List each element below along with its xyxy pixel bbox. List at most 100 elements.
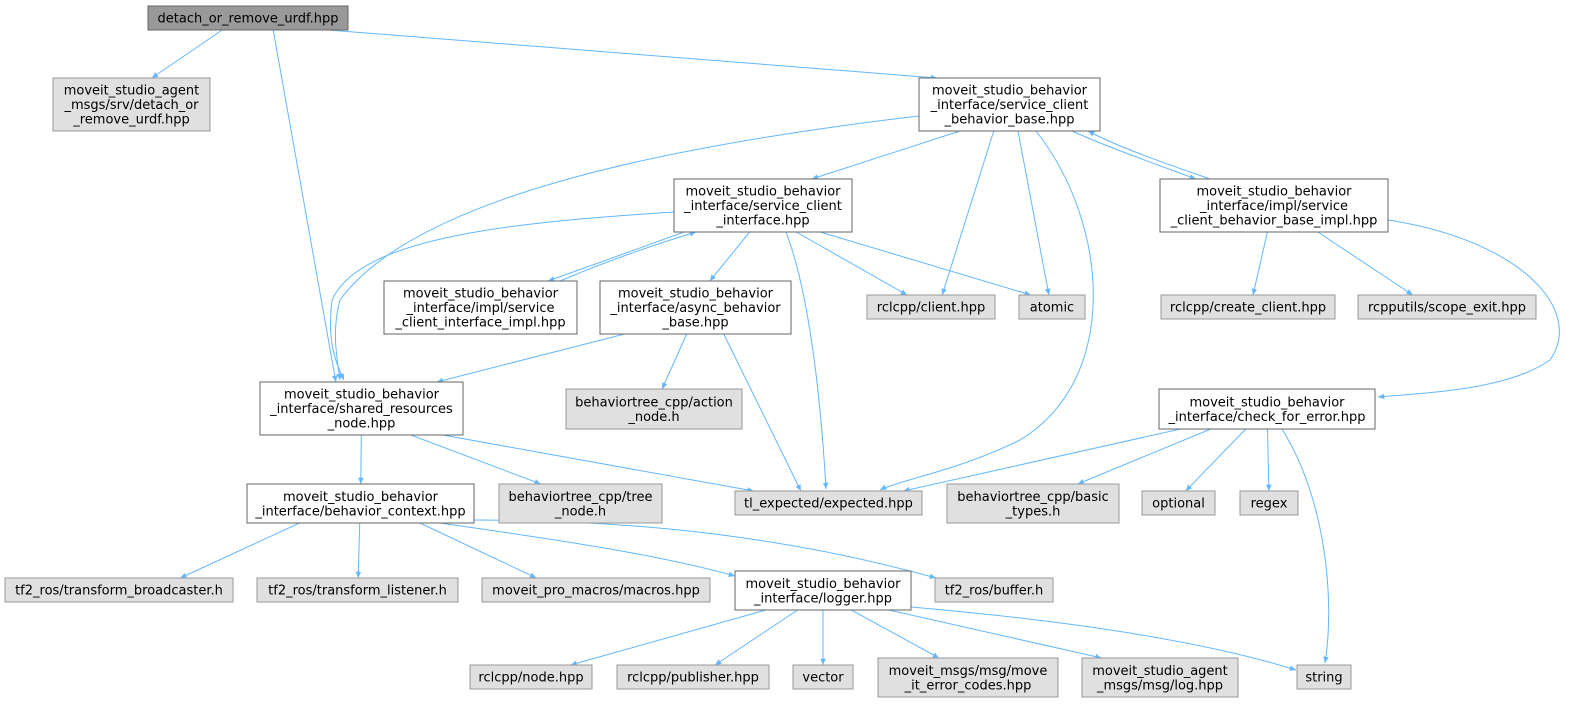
edge-sc_iface-to-sci_impl — [547, 231, 685, 282]
edge-scb_base-to-atomic — [1017, 130, 1051, 296]
edge-logger-to-err_codes — [851, 609, 940, 659]
node-box — [246, 483, 475, 524]
node-box — [1158, 388, 1376, 430]
edge-async-to-expected — [723, 333, 802, 492]
node-label-line: tl_expected/expected.hpp — [744, 497, 913, 512]
node-label-line: _client_behavior_base_impl.hpp — [1170, 214, 1378, 229]
node-box — [918, 77, 1101, 132]
node-box — [673, 178, 853, 233]
node-label-line: _msgs/srv/detach_or — [63, 98, 199, 113]
node-client: rclcpp/client.hpp — [866, 294, 996, 320]
node-string: string — [1296, 664, 1352, 690]
node-label-line: regex — [1251, 497, 1288, 512]
node-label-line: moveit_studio_behavior — [932, 84, 1088, 99]
edge-scb_impl-to-check_err — [1377, 219, 1560, 400]
node-tf_buffer: tf2_ros/buffer.h — [934, 577, 1054, 603]
node-scb_base[interactable]: moveit_studio_behavior_interface/service… — [918, 77, 1101, 132]
edge-ctx-to-tf_listen — [355, 522, 362, 579]
node-node: rclcpp/node.hpp — [469, 664, 593, 690]
edge-ctx-to-tf_buffer — [473, 519, 937, 580]
node-box — [147, 5, 349, 31]
edge-ctx-to-logger — [439, 522, 736, 577]
edge-shared-to-ctx — [358, 434, 364, 485]
edge-shared-to-tree_node — [410, 434, 541, 485]
node-scope_exit: rcpputils/scope_exit.hpp — [1357, 294, 1537, 320]
node-label-line: tf2_ros/transform_broadcaster.h — [15, 584, 223, 599]
node-box — [481, 577, 711, 603]
node-basic_types: behaviortree_cpp/basic_types.h — [946, 483, 1120, 524]
node-box — [734, 490, 923, 516]
node-box — [383, 280, 578, 335]
node-label-line: _interface/behavior_context.hpp — [254, 504, 465, 519]
node-label-line: _it_error_codes.hpp — [904, 678, 1032, 693]
node-label-line: _interface/check_for_error.hpp — [1168, 410, 1366, 425]
node-box — [616, 664, 770, 690]
node-tf_bcast: tf2_ros/transform_broadcaster.h — [4, 577, 234, 603]
edge-root-to-shared — [272, 29, 338, 383]
node-box — [866, 294, 996, 320]
node-label-line: _client_interface_impl.hpp — [394, 316, 565, 331]
edge-scb_impl-to-scope_exit — [1317, 231, 1414, 296]
node-label-line: _interface/impl/service — [406, 301, 555, 316]
edge-check_err-to-regex — [1265, 428, 1272, 492]
node-err_codes: moveit_msgs/msg/move_it_error_codes.hpp — [877, 657, 1059, 698]
node-macros: moveit_pro_macros/macros.hpp — [481, 577, 711, 603]
node-box — [1018, 294, 1086, 320]
node-label-line: _interface/service_client — [930, 98, 1089, 113]
node-check_err[interactable]: moveit_studio_behavior_interface/check_f… — [1158, 388, 1376, 430]
edge-scb_base-to-scb_impl — [1071, 130, 1197, 180]
node-box — [934, 577, 1054, 603]
node-create_client: rclcpp/create_client.hpp — [1160, 294, 1336, 320]
node-label-line: moveit_studio_behavior — [403, 287, 559, 302]
node-box — [1081, 657, 1239, 698]
node-label-line: moveit_pro_macros/macros.hpp — [492, 584, 700, 599]
node-box — [599, 280, 792, 335]
node-label-line: _interface.hpp — [715, 214, 809, 229]
edge-root-to-scb_base — [327, 29, 938, 81]
node-label-line: behaviortree_cpp/tree — [509, 490, 653, 505]
node-ctx[interactable]: moveit_studio_behavior_interface/behavio… — [246, 483, 475, 524]
node-box — [946, 483, 1120, 524]
node-box — [256, 577, 459, 603]
node-label-line: moveit_studio_behavior — [618, 287, 774, 302]
edge-logger-to-string — [910, 606, 1297, 671]
node-sc_iface[interactable]: moveit_studio_behavior_interface/service… — [673, 178, 853, 233]
edge-sci_impl-to-sc_iface — [559, 231, 697, 282]
node-label-line: optional — [1152, 497, 1205, 512]
node-label-line: moveit_studio_agent — [64, 84, 200, 99]
node-label-line: rcpputils/scope_exit.hpp — [1368, 301, 1526, 316]
node-box — [877, 657, 1059, 698]
node-label-line: _node.h — [554, 504, 606, 519]
edge-sc_iface-to-client — [795, 231, 908, 296]
node-box — [1141, 490, 1216, 516]
node-label-line: moveit_studio_behavior — [1196, 185, 1352, 200]
node-box — [469, 664, 593, 690]
node-scb_impl[interactable]: moveit_studio_behavior_interface/impl/se… — [1159, 178, 1389, 233]
edge-scb_impl-to-create_client — [1251, 231, 1268, 296]
node-box — [565, 388, 743, 430]
node-sci_impl[interactable]: moveit_studio_behavior_interface/impl/se… — [383, 280, 578, 335]
node-logger[interactable]: moveit_studio_behavior_interface/logger.… — [734, 570, 912, 611]
edge-ctx-to-tf_bcast — [179, 522, 300, 579]
node-root: detach_or_remove_urdf.hpp — [147, 5, 349, 31]
edge-check_err-to-expected — [903, 428, 1181, 493]
node-label-line: moveit_msgs/msg/move — [889, 664, 1048, 679]
edge-scb_impl-to-scb_base — [1087, 130, 1211, 180]
edge-scb_base-to-sc_iface — [811, 130, 961, 180]
node-label-line: _interface/impl/service — [1199, 199, 1348, 214]
node-expected: tl_expected/expected.hpp — [734, 490, 923, 516]
node-label-line: detach_or_remove_urdf.hpp — [158, 12, 339, 27]
node-async[interactable]: moveit_studio_behavior_interface/async_b… — [599, 280, 792, 335]
node-label-line: rclcpp/publisher.hpp — [627, 671, 759, 686]
node-action_node: behaviortree_cpp/action_node.h — [565, 388, 743, 430]
node-box — [52, 77, 211, 132]
node-box — [1357, 294, 1537, 320]
edge-logger-to-node — [570, 609, 767, 666]
node-box — [1296, 664, 1352, 690]
node-shared[interactable]: moveit_studio_behavior_interface/shared_… — [259, 381, 464, 436]
node-label-line: rclcpp/create_client.hpp — [1170, 301, 1326, 316]
node-label-line: behaviortree_cpp/basic — [957, 490, 1109, 505]
node-label-line: _behavior_base.hpp — [944, 113, 1075, 128]
edge-scb_base-to-expected — [879, 130, 1094, 491]
